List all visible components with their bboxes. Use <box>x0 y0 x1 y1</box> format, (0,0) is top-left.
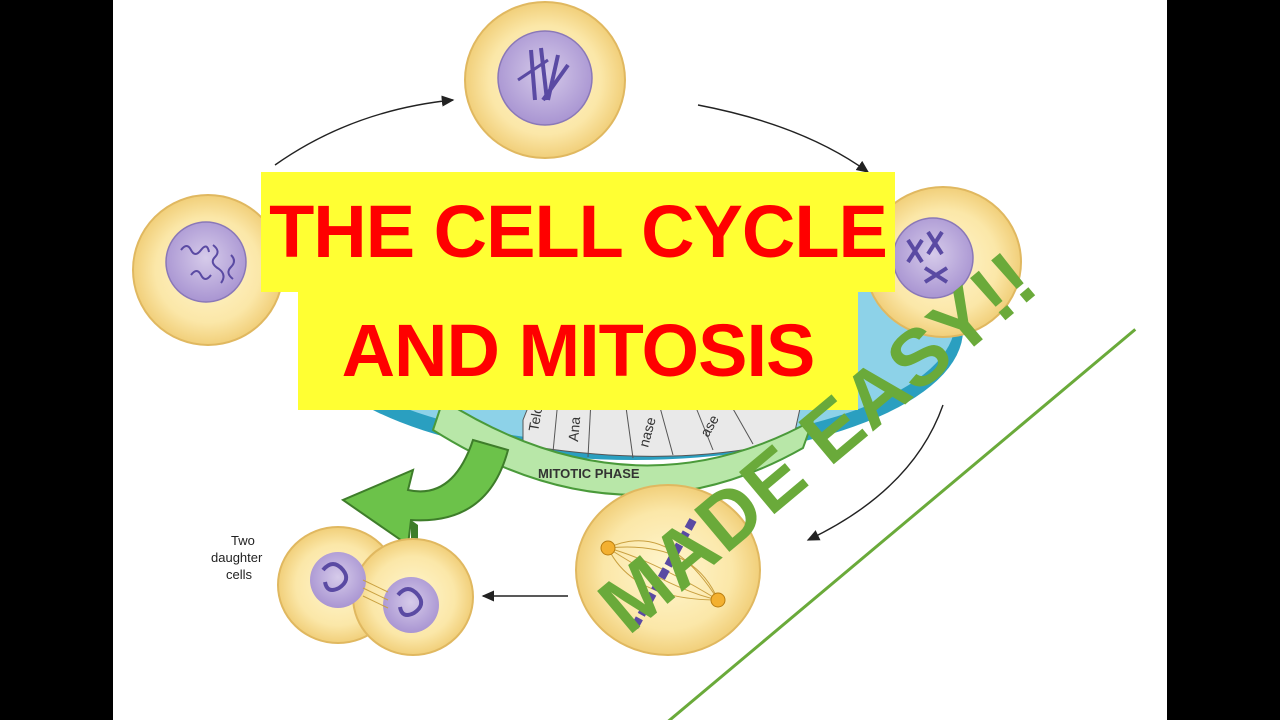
title-line-2: AND MITOSIS <box>298 292 858 410</box>
daughter-cells: Two daughter cells <box>211 526 474 656</box>
daughter-label-line: cells <box>226 567 253 582</box>
stage-label: Ana <box>565 416 583 442</box>
cell-metaphase <box>575 484 761 656</box>
stage-label: nase <box>635 415 658 449</box>
daughter-label-line: Two <box>231 533 255 548</box>
green-arrow <box>340 438 510 547</box>
stage-label: Telo <box>525 404 545 432</box>
cell-interphase-left <box>132 194 284 346</box>
title-line-1: THE CELL CYCLE <box>261 172 895 292</box>
slide-panel: Telo Ana nase ase MITOTIC PHASE <box>113 0 1167 720</box>
cell-prophase-top <box>464 1 626 159</box>
cell-prometaphase-right <box>864 186 1022 338</box>
cycle-arrows <box>274 95 944 602</box>
mitotic-phase-label: MITOTIC PHASE <box>538 466 640 481</box>
daughter-label-line: daughter <box>211 550 263 565</box>
